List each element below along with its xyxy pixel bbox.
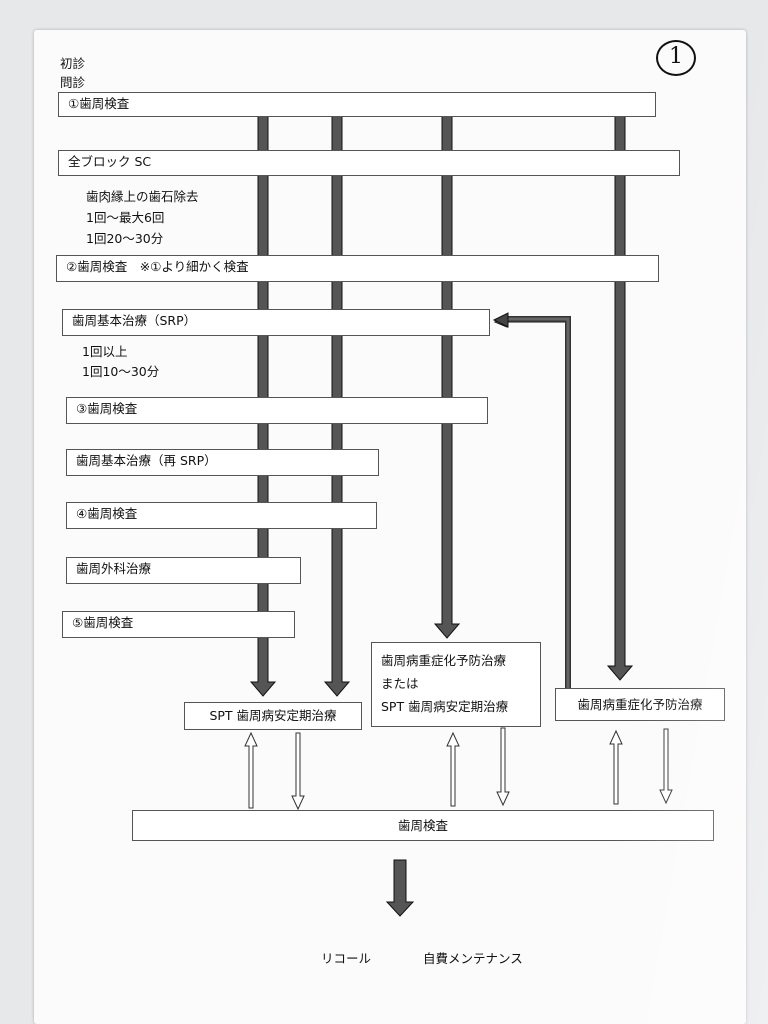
exam3-box: ③歯周検査 bbox=[66, 397, 488, 424]
up-arrow-3 bbox=[609, 729, 623, 805]
sc-note-3: 1回20～30分 bbox=[86, 231, 164, 246]
down-thin-2 bbox=[496, 727, 510, 807]
down-arrow-bottom bbox=[385, 859, 415, 917]
up-arrow-2 bbox=[446, 731, 460, 807]
prevent-box: 歯周病重症化予防治療 bbox=[555, 688, 725, 721]
exam1-box: ①歯周検査 bbox=[58, 92, 656, 117]
srp-note-2: 1回10～30分 bbox=[82, 364, 160, 379]
full-block-sc-box: 全ブロック SC bbox=[58, 150, 680, 176]
exam4-box: ④歯周検査 bbox=[66, 502, 377, 529]
surgery-box: 歯周外科治療 bbox=[66, 557, 301, 584]
mid-outcome-line2: または bbox=[381, 676, 419, 691]
header-interview: 問診 bbox=[60, 75, 86, 90]
up-arrow-1 bbox=[244, 731, 258, 809]
maintenance-label: 自費メンテナンス bbox=[423, 951, 523, 966]
page-number: 1 bbox=[656, 40, 696, 76]
down-arrow-4 bbox=[606, 115, 634, 681]
exam2-box: ②歯周検査 ※①より細かく検査 bbox=[56, 255, 659, 282]
recall-label: リコール bbox=[321, 951, 372, 966]
mid-outcome-line1: 歯周病重症化予防治療 bbox=[381, 653, 507, 668]
return-arrow bbox=[493, 316, 567, 688]
mid-outcome-box: 歯周病重症化予防治療 または SPT 歯周病安定期治療 bbox=[371, 642, 541, 727]
mid-outcome-line3: SPT 歯周病安定期治療 bbox=[381, 699, 509, 714]
exam5-box: ⑤歯周検査 bbox=[62, 611, 295, 638]
srp-note-1: 1回以上 bbox=[82, 344, 128, 359]
down-arrow-3 bbox=[433, 115, 461, 639]
srp-box: 歯周基本治療（SRP） bbox=[62, 309, 490, 336]
re-srp-box: 歯周基本治療（再 SRP） bbox=[66, 449, 379, 476]
sc-note-1: 歯肉縁上の歯石除去 bbox=[86, 189, 199, 204]
bottom-exam-box: 歯周検査 bbox=[132, 810, 714, 841]
header-first-visit: 初診 bbox=[60, 56, 86, 71]
down-thin-1 bbox=[291, 732, 305, 811]
sc-note-2: 1回～最大6回 bbox=[86, 210, 165, 225]
spt-box: SPT 歯周病安定期治療 bbox=[184, 702, 362, 730]
down-thin-3 bbox=[659, 728, 673, 805]
